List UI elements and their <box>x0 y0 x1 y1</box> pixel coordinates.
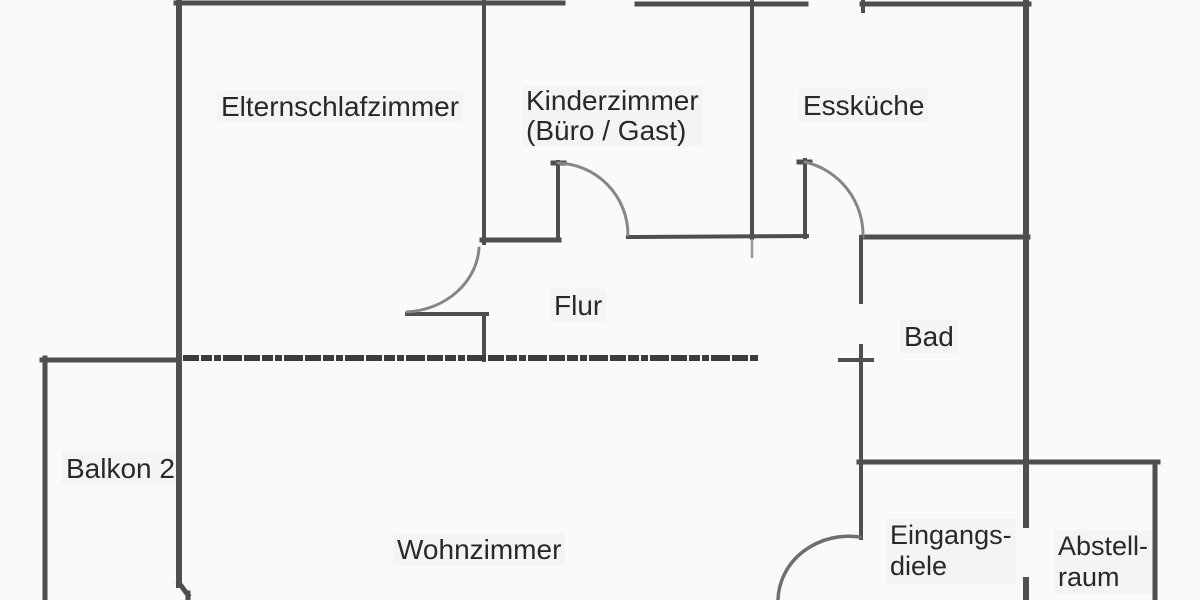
room-label-eingangsdiele-line1: Eingangs- <box>890 520 1012 550</box>
room-label-kinderzimmer-line1: Kinderzimmer <box>526 85 699 116</box>
room-label-abstellraum: Abstell- raum <box>1054 530 1152 594</box>
room-label-abstellraum-line1: Abstell- <box>1058 531 1149 561</box>
room-label-balkon2: Balkon 2 <box>62 452 179 485</box>
room-label-eingangsdiele-line2: diele <box>890 551 948 581</box>
room-label-abstellraum-line2: raum <box>1058 562 1120 592</box>
room-label-eingangsdiele: Eingangs- diele <box>886 519 1016 583</box>
elternschlafzimmer-door-arc <box>405 246 481 314</box>
room-label-wohnzimmer: Wohnzimmer <box>393 533 565 566</box>
esskueche-door-arc <box>803 160 865 239</box>
wall-flur-north-middle <box>625 233 810 240</box>
entrance-door-arc <box>776 534 862 600</box>
room-label-flur: Flur <box>550 289 606 322</box>
room-label-esskueche: Essküche <box>799 89 928 122</box>
room-label-elternschlafzimmer: Elternschlafzimmer <box>217 90 463 123</box>
kinderzimmer-door-arc <box>556 161 630 237</box>
room-label-kinderzimmer: Kinderzimmer (Büro / Gast) <box>522 85 703 147</box>
room-label-kinderzimmer-line2: (Büro / Gast) <box>526 115 687 146</box>
room-label-bad: Bad <box>900 320 958 353</box>
